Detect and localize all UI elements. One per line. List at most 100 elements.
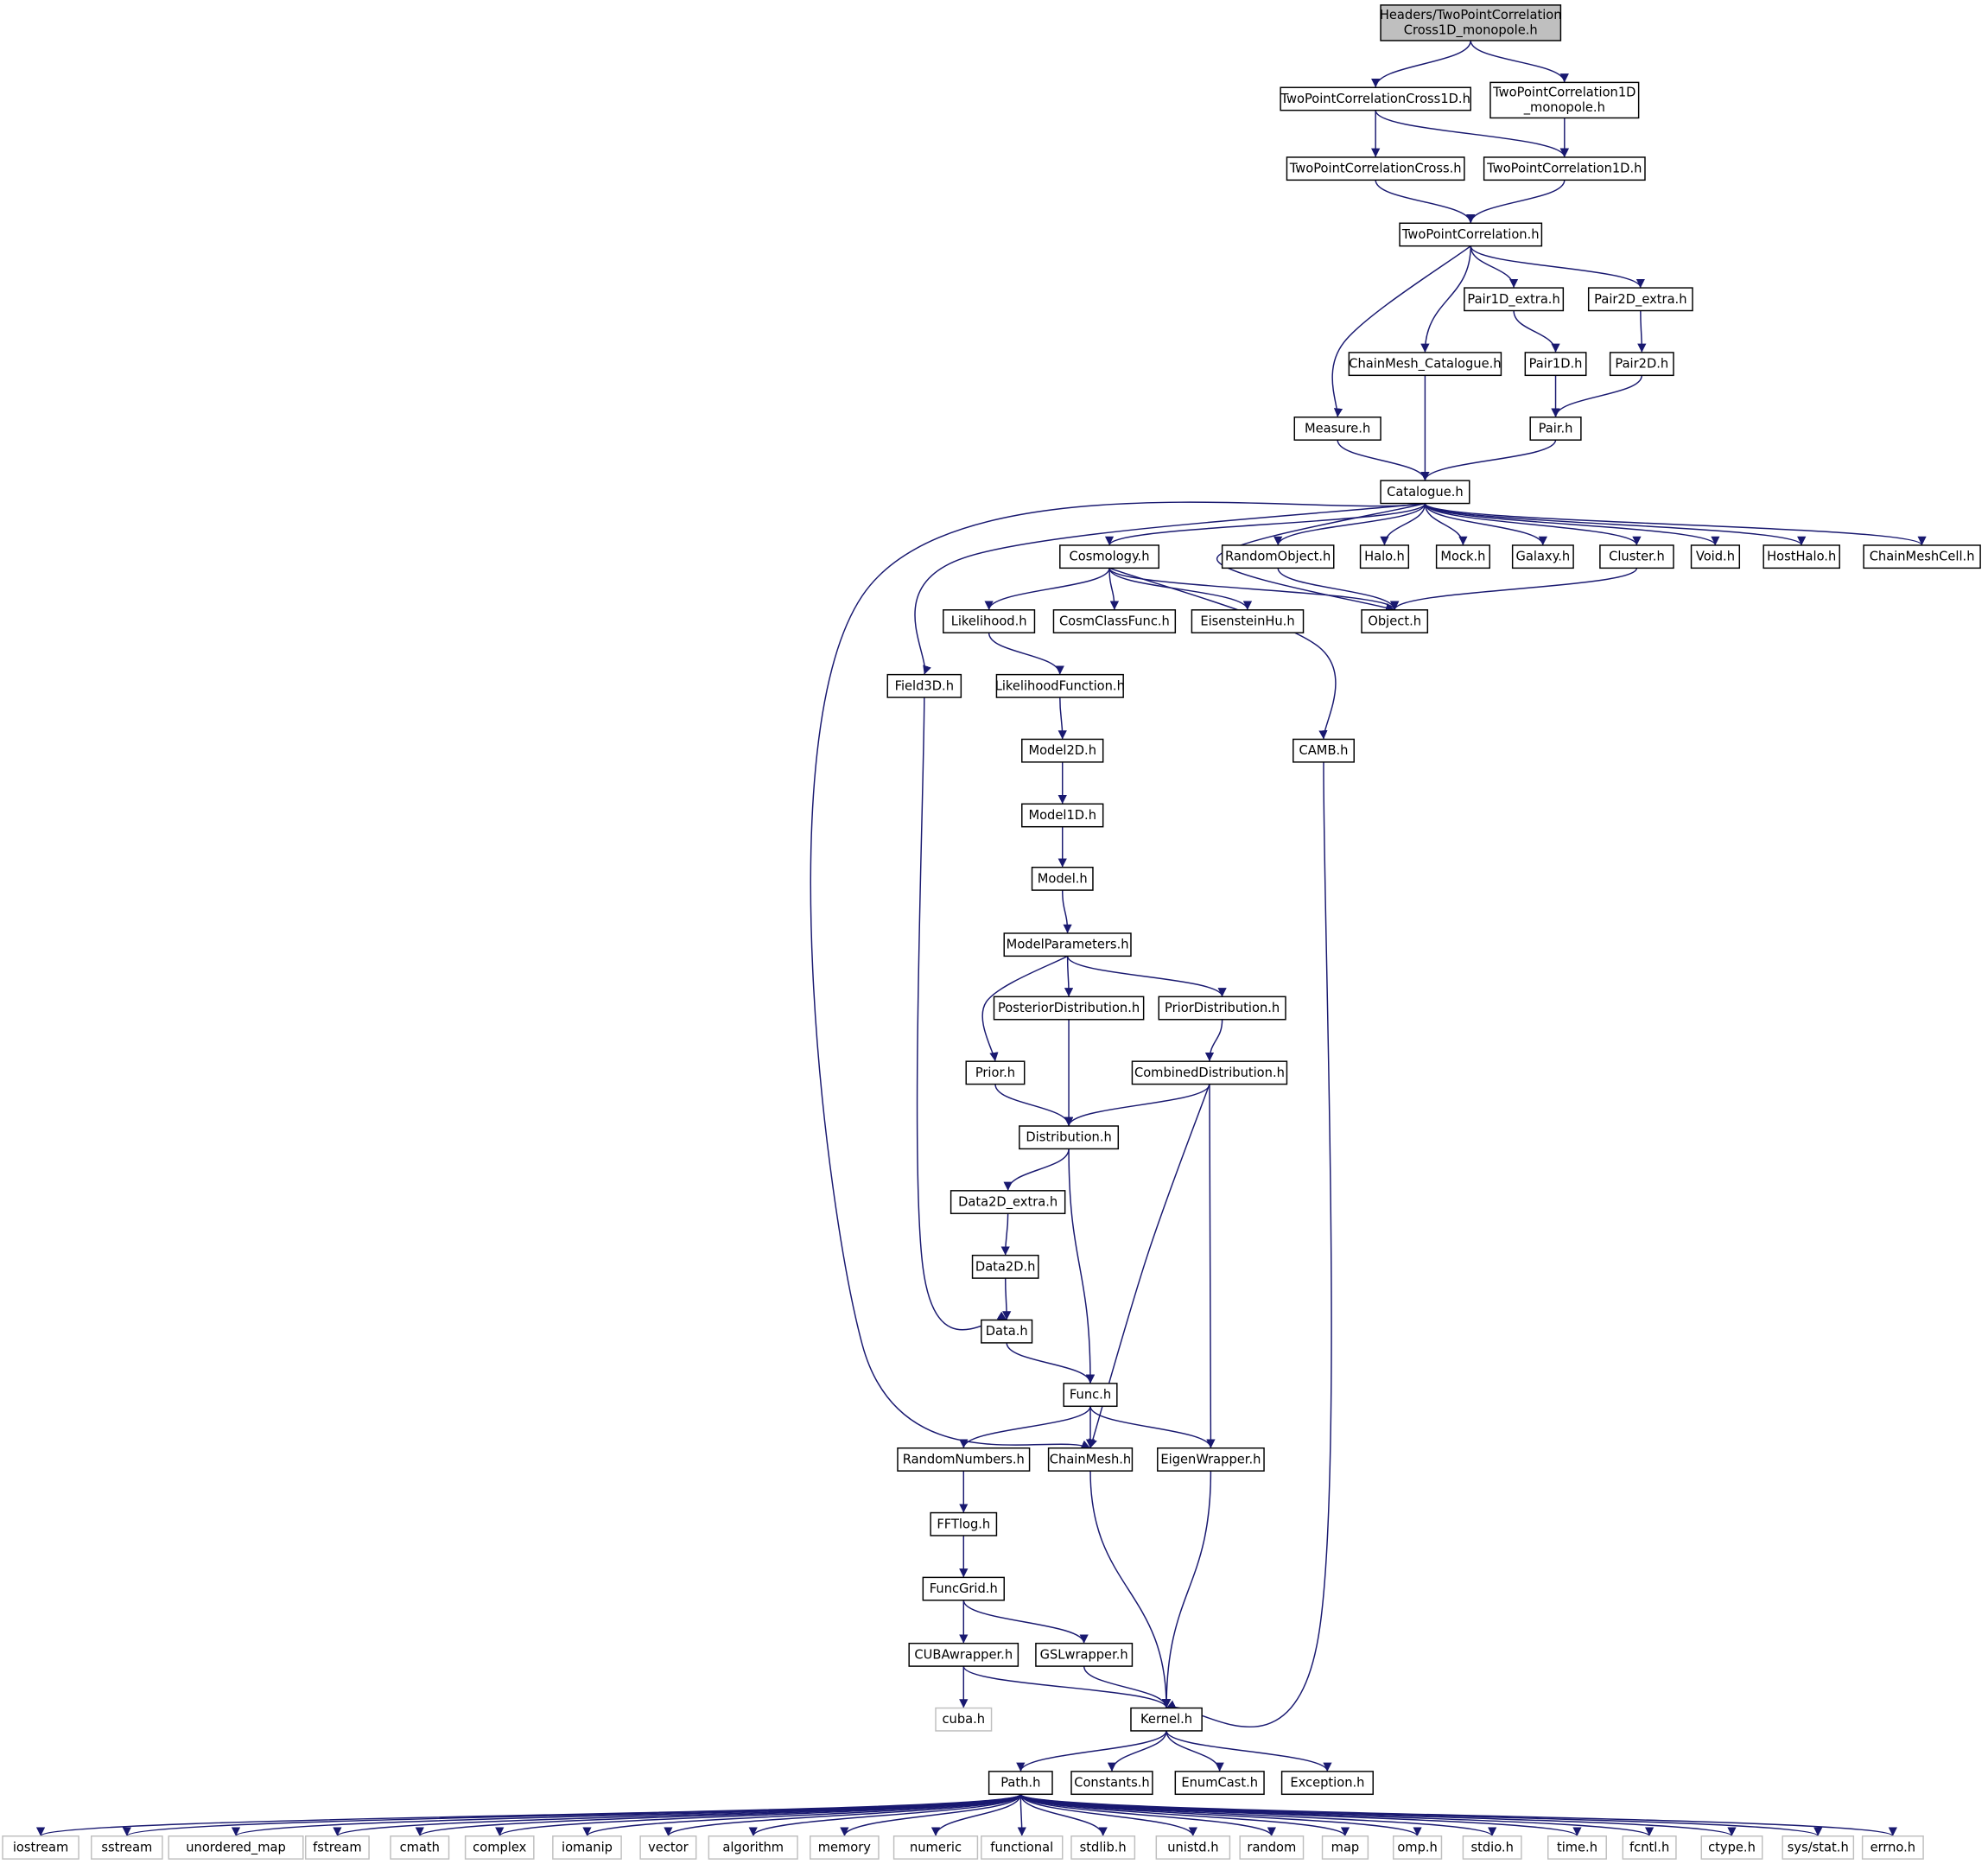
node-path[interactable]: Path.h [988, 1771, 1053, 1796]
node-catalogue[interactable]: Catalogue.h [1380, 480, 1470, 505]
node-cosmclass[interactable]: CosmClassFunc.h [1052, 609, 1177, 633]
node-data[interactable]: Data.h [981, 1319, 1033, 1344]
edge-gsl_w-to-kernel [1083, 1665, 1172, 1708]
node-randnum[interactable]: RandomNumbers.h [897, 1447, 1031, 1472]
node-mock[interactable]: Mock.h [1435, 544, 1490, 569]
node-cmcat[interactable]: ChainMesh_Catalogue.h [1348, 352, 1502, 377]
node-random[interactable]: random [1239, 1835, 1305, 1860]
node-constants[interactable]: Constants.h [1070, 1771, 1153, 1796]
node-camb[interactable]: CAMB.h [1293, 738, 1355, 763]
node-umap[interactable]: unordered_map [168, 1835, 304, 1860]
node-errno[interactable]: errno.h [1861, 1835, 1924, 1860]
node-kernel[interactable]: Kernel.h [1130, 1707, 1203, 1732]
node-box [1483, 156, 1646, 181]
edge-p2dx-to-p2d [1637, 310, 1647, 353]
node-cuba[interactable]: cuba.h [935, 1707, 993, 1732]
node-model[interactable]: Model.h [1031, 866, 1094, 891]
node-box [892, 1835, 979, 1860]
node-ctype[interactable]: ctype.h [1700, 1835, 1763, 1860]
node-label: sstream [101, 1840, 152, 1854]
node-cosmology[interactable]: Cosmology.h [1059, 544, 1159, 569]
node-tpc1d[interactable]: TwoPointCorrelation1D.h [1483, 156, 1646, 181]
node-box [1031, 866, 1094, 891]
node-numeric[interactable]: numeric [892, 1835, 979, 1860]
node-model2d[interactable]: Model2D.h [1021, 738, 1104, 763]
node-box [1130, 1707, 1203, 1732]
node-cmath[interactable]: cmath [390, 1835, 450, 1860]
node-label: sys/stat.h [1788, 1840, 1849, 1854]
node-fstream[interactable]: fstream [304, 1835, 370, 1860]
node-box [935, 1707, 993, 1732]
node-iomanip[interactable]: iomanip [552, 1835, 622, 1860]
node-tpc1dm[interactable]: TwoPointCorrelation1D_monopole.h [1489, 81, 1640, 119]
node-data2d[interactable]: Data2D.h [971, 1254, 1039, 1279]
node-functional[interactable]: functional [981, 1835, 1064, 1860]
node-likelihood[interactable]: Likelihood.h [943, 609, 1036, 633]
node-cluster[interactable]: Cluster.h [1599, 544, 1674, 569]
node-fftlog[interactable]: FFTlog.h [930, 1511, 998, 1536]
node-prior[interactable]: Prior.h [965, 1060, 1026, 1085]
node-funcgrid[interactable]: FuncGrid.h [922, 1576, 1005, 1601]
node-map[interactable]: map [1321, 1835, 1369, 1860]
edge-path-to-algorithm [748, 1793, 1022, 1837]
node-tpc[interactable]: TwoPointCorrelation.h [1399, 222, 1543, 247]
node-model1d[interactable]: Model1D.h [1021, 803, 1104, 828]
node-likefunc[interactable]: LikelihoodFunction.h [995, 673, 1125, 698]
node-chainmesh[interactable]: ChainMesh.h [1047, 1447, 1134, 1472]
node-p1d[interactable]: Pair1D.h [1524, 352, 1587, 377]
node-eigen[interactable]: EigenWrapper.h [1157, 1447, 1265, 1472]
node-modelpar[interactable]: ModelParameters.h [1003, 932, 1132, 957]
edge-path-to-unistd [1019, 1794, 1197, 1836]
node-priordist[interactable]: PriorDistribution.h [1158, 996, 1286, 1021]
node-p1dx[interactable]: Pair1D_extra.h [1464, 287, 1565, 312]
node-data2dx[interactable]: Data2D_extra.h [950, 1190, 1066, 1214]
edge-tpc1d-to-tpc [1466, 180, 1566, 224]
node-enumcast[interactable]: EnumCast.h [1174, 1771, 1265, 1796]
node-tpcc1d[interactable]: TwoPointCorrelationCross1D.h [1280, 86, 1471, 111]
node-cmcell[interactable]: ChainMeshCell.h [1863, 544, 1981, 569]
node-exception[interactable]: Exception.h [1280, 1771, 1374, 1796]
node-combdist[interactable]: CombinedDistribution.h [1131, 1060, 1288, 1085]
edge-cosmology-to-likelihood [984, 568, 1110, 611]
node-vector[interactable]: vector [639, 1835, 697, 1860]
node-sysstat[interactable]: sys/stat.h [1782, 1835, 1855, 1860]
node-field3d[interactable]: Field3D.h [886, 673, 962, 698]
node-void[interactable]: Void.h [1690, 544, 1741, 569]
node-box [1380, 480, 1470, 505]
node-fcntl[interactable]: fcntl.h [1622, 1835, 1677, 1860]
node-box [930, 1511, 998, 1536]
node-root[interactable]: Headers/TwoPointCorrelationCross1D_monop… [1380, 4, 1562, 41]
node-omp[interactable]: omp.h [1392, 1835, 1443, 1860]
node-func[interactable]: Func.h [1063, 1383, 1118, 1408]
node-complex[interactable]: complex [464, 1835, 535, 1860]
node-p2d[interactable]: Pair2D.h [1609, 352, 1674, 377]
node-label: Model1D.h [1028, 808, 1096, 823]
node-iostream[interactable]: iostream [2, 1835, 79, 1860]
node-galaxy[interactable]: Galaxy.h [1511, 544, 1574, 569]
node-algorithm[interactable]: algorithm [708, 1835, 798, 1860]
node-box [995, 673, 1124, 698]
node-box [168, 1835, 304, 1860]
node-postdist[interactable]: PosteriorDistribution.h [993, 996, 1145, 1021]
edge-kernel-to-path [1016, 1730, 1167, 1772]
node-label: PosteriorDistribution.h [998, 1001, 1140, 1015]
node-tpcc[interactable]: TwoPointCorrelationCross.h [1286, 156, 1465, 181]
node-dist[interactable]: Distribution.h [1019, 1125, 1120, 1150]
node-memory[interactable]: memory [810, 1835, 880, 1860]
node-gsl_w[interactable]: GSLwrapper.h [1035, 1642, 1134, 1667]
node-pair[interactable]: Pair.h [1529, 417, 1582, 441]
node-stdlib[interactable]: stdlib.h [1070, 1835, 1136, 1860]
node-unistd[interactable]: unistd.h [1155, 1835, 1231, 1860]
node-halo[interactable]: Halo.h [1359, 544, 1410, 569]
node-randobj[interactable]: RandomObject.h [1221, 544, 1335, 569]
node-measure[interactable]: Measure.h [1293, 417, 1381, 441]
node-time[interactable]: time.h [1547, 1835, 1607, 1860]
node-stdio[interactable]: stdio.h [1462, 1835, 1522, 1860]
edge-path-to-iomanip [582, 1793, 1022, 1837]
node-object[interactable]: Object.h [1361, 609, 1429, 633]
node-cuba_w[interactable]: CUBAwrapper.h [908, 1642, 1019, 1667]
node-hosthalo[interactable]: HostHalo.h [1763, 544, 1840, 569]
node-p2dx[interactable]: Pair2D_extra.h [1587, 287, 1693, 312]
node-eisenstein[interactable]: EisensteinHu.h [1191, 609, 1305, 633]
node-sstream[interactable]: sstream [91, 1835, 163, 1860]
